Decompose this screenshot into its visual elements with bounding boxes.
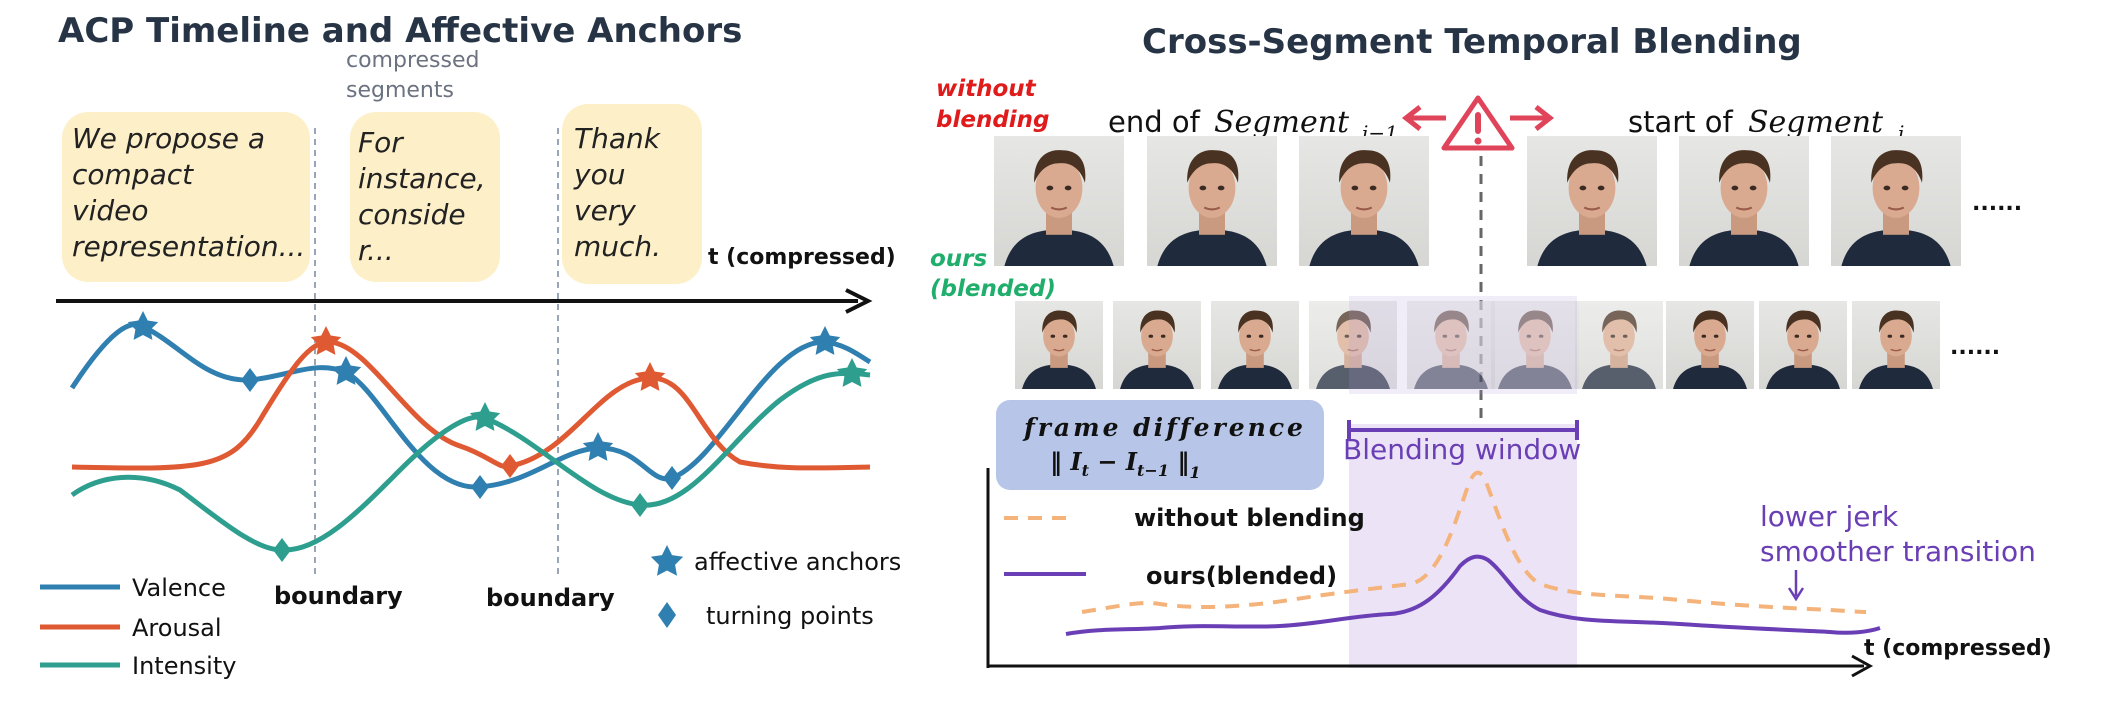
blended-frame-9 [1759, 300, 1847, 390]
legend-arousal: Arousal [132, 614, 222, 642]
valence-anchor-star-1 [127, 311, 159, 340]
right-arrow-icon [1510, 105, 1555, 131]
legend-star-icon [650, 545, 684, 576]
left-axis-label: t (compressed) [708, 245, 896, 270]
left-title: ACP Timeline and Affective Anchors [58, 11, 742, 51]
speech-bubble-3: Thank you very much. [562, 104, 702, 284]
note-lower-jerk: lower jerk [1760, 500, 1899, 533]
without-blending-curve [1081, 470, 1867, 614]
boundary-label-1: boundary [274, 582, 403, 610]
bubble-1-line-4: representation... [72, 230, 305, 263]
segment-cur-subscript: i [1898, 121, 1904, 145]
without-blending-label-2: blending [936, 107, 1050, 133]
legend-turning-points: turning points [706, 602, 874, 630]
frame-prev-1 [993, 136, 1125, 266]
bubble-3-line-2: you [573, 158, 625, 191]
bubble-1-line-1: We propose a [72, 122, 265, 155]
frame-cur-3 [1830, 136, 1962, 266]
compressed-note-2: segments [346, 78, 454, 103]
frame-difference-title: frame difference [1022, 413, 1306, 442]
arousal-anchor-star-1 [310, 326, 342, 355]
blended-frame-10 [1852, 300, 1940, 390]
speech-bubble-2: For instance, conside r... [350, 112, 500, 282]
blended-frame-2 [1113, 300, 1201, 390]
legend-without-blending: without blending [1134, 504, 1365, 532]
start-of-label: start of [1628, 105, 1734, 139]
bubble-2-line-2: instance, [358, 162, 486, 195]
speech-bubble-1: We propose a compact video representatio… [62, 112, 310, 282]
valence-anchor-star-2 [330, 356, 362, 385]
legend-ours-blended: ours(blended) [1146, 562, 1337, 590]
frame-cur-2 [1678, 136, 1810, 266]
bubble-1-line-3: video [72, 194, 148, 227]
bubble-2-line-1: For [358, 126, 404, 159]
blended-frame-1 [1015, 300, 1103, 390]
intensity-turning-point-2 [631, 493, 649, 517]
ours-label: ours [930, 246, 987, 272]
bubble-1-line-2: compact [72, 158, 194, 191]
arousal-anchor-star-2 [634, 362, 666, 391]
intensity-curve [70, 370, 871, 553]
ours-blended-curve [1065, 554, 1881, 636]
bubble-2-line-3: conside [358, 198, 466, 231]
valence-anchor-star-3 [582, 432, 614, 461]
frame-difference-formula: ‖ It − It−1 ‖1 [1050, 447, 1200, 482]
bubble-2-line-4: r... [358, 234, 394, 267]
intensity-turning-point-1 [273, 538, 291, 562]
legend-intensity: Intensity [132, 652, 236, 680]
marker-legend: affective anchors turning points [650, 545, 901, 630]
legend-valence: Valence [132, 574, 226, 602]
unblended-frames-row [993, 136, 1962, 266]
ours-label-2: (blended) [930, 276, 1056, 302]
right-axis-label: t (compressed) [1864, 636, 2052, 661]
boundary-label-2: boundary [486, 584, 615, 612]
intensity-anchor-star-1 [469, 402, 501, 431]
without-blending-label: without [936, 76, 1037, 102]
blended-frame-3 [1211, 300, 1299, 390]
arousal-curve [71, 339, 871, 471]
intensity-anchor-star-2 [836, 358, 868, 387]
valence-anchor-star-4 [809, 326, 841, 355]
frame-difference-box [996, 400, 1324, 490]
frame-prev-2 [1146, 136, 1278, 266]
blending-window-label: Blending window [1343, 433, 1581, 466]
end-of-label: end of [1108, 105, 1201, 139]
blending-window-region [1349, 424, 1577, 668]
frame-cur-1 [1526, 136, 1658, 266]
bubble-3-line-3: very [574, 194, 636, 227]
segment-cur-label: Segment [1748, 105, 1884, 140]
arousal-turning-point-1 [501, 454, 519, 478]
warning-icon [1441, 95, 1515, 151]
blended-frame-8 [1666, 300, 1754, 390]
blending-frames-highlight [1349, 296, 1577, 394]
bubble-3-line-1: Thank [574, 122, 662, 155]
segment-prev-label: Segment [1214, 105, 1350, 140]
right-title: Cross-Segment Temporal Blending [1142, 22, 1802, 62]
valence-turning-point-2 [471, 475, 489, 499]
row-1-ellipsis: ...... [1972, 191, 2022, 216]
row-2-ellipsis: ...... [1950, 335, 2000, 360]
left-axis-arrowhead [845, 288, 873, 314]
plot-x-arrowhead [1851, 654, 1874, 678]
legend-affective-anchors: affective anchors [694, 548, 901, 576]
note-smoother-transition: smoother transition [1760, 535, 2036, 568]
valence-turning-point-1 [241, 368, 259, 392]
bubble-3-line-4: much. [574, 230, 661, 263]
left-arrow-icon [1401, 105, 1446, 131]
valence-turning-point-3 [663, 466, 681, 490]
legend-diamond-icon [658, 602, 676, 628]
compressed-note: compressed [346, 48, 479, 73]
blended-frame-7 [1575, 300, 1663, 390]
series-legend: Valence Arousal Intensity [40, 574, 236, 680]
frame-prev-3 [1298, 136, 1430, 266]
